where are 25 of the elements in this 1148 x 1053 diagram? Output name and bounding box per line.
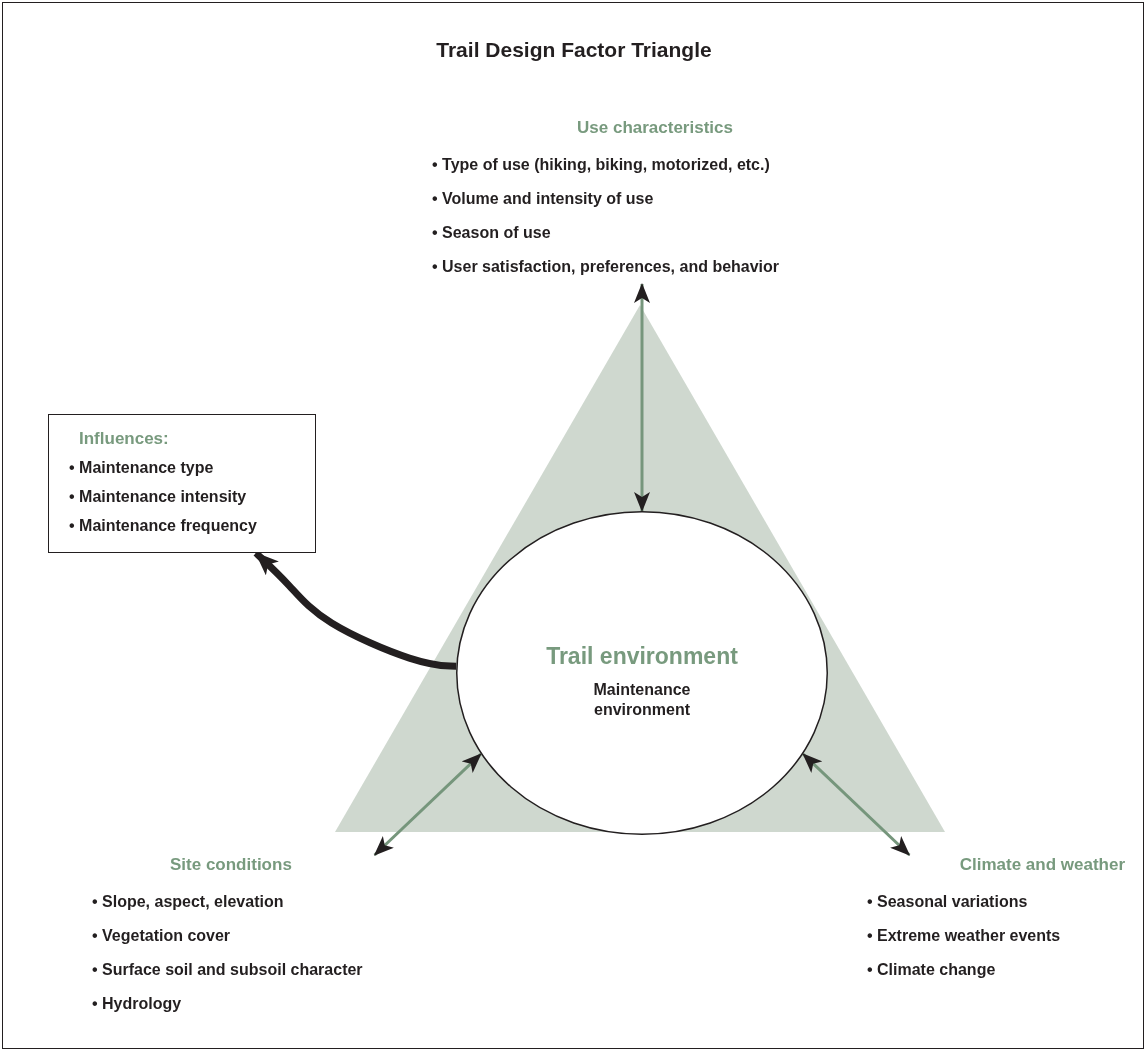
bullet-item: • Slope, aspect, elevation: [92, 892, 285, 912]
section-heading: Influences:: [79, 429, 169, 448]
info-box: [48, 414, 316, 553]
bullet-item: • Climate change: [867, 960, 997, 980]
double-arrow: [802, 752, 911, 857]
diagram-title: Trail Design Factor Triangle: [435, 38, 713, 62]
bullet-item: • Season of use: [432, 223, 552, 243]
bullet-item: • Volume and intensity of use: [432, 189, 655, 209]
center-heading: Trail environment: [546, 643, 738, 670]
bullet-item: • Extreme weather events: [867, 926, 1062, 946]
bullet-item: • Hydrology: [92, 994, 183, 1014]
bullet-item: • Vegetation cover: [92, 926, 232, 946]
section-heading: Climate and weather: [959, 855, 1125, 874]
center-subtitle: Maintenance environment: [592, 680, 692, 720]
double-arrow: [373, 752, 482, 857]
bullet-item: • Type of use (hiking, biking, motorized, etc.): [432, 155, 771, 175]
double-arrow: [634, 283, 650, 512]
bullet-item: • Seasonal variations: [867, 892, 1029, 912]
section-heading: Use characteristics: [577, 118, 733, 137]
section-heading: Site conditions: [170, 855, 292, 874]
bullet-item: • Surface soil and subsoil character: [92, 960, 364, 980]
bullet-item: • Maintenance intensity: [69, 487, 248, 507]
bullet-item: • User satisfaction, preferences, and behavior: [432, 257, 781, 277]
bullet-item: • Maintenance type: [69, 458, 215, 478]
bullet-item: • Maintenance frequency: [69, 516, 258, 536]
